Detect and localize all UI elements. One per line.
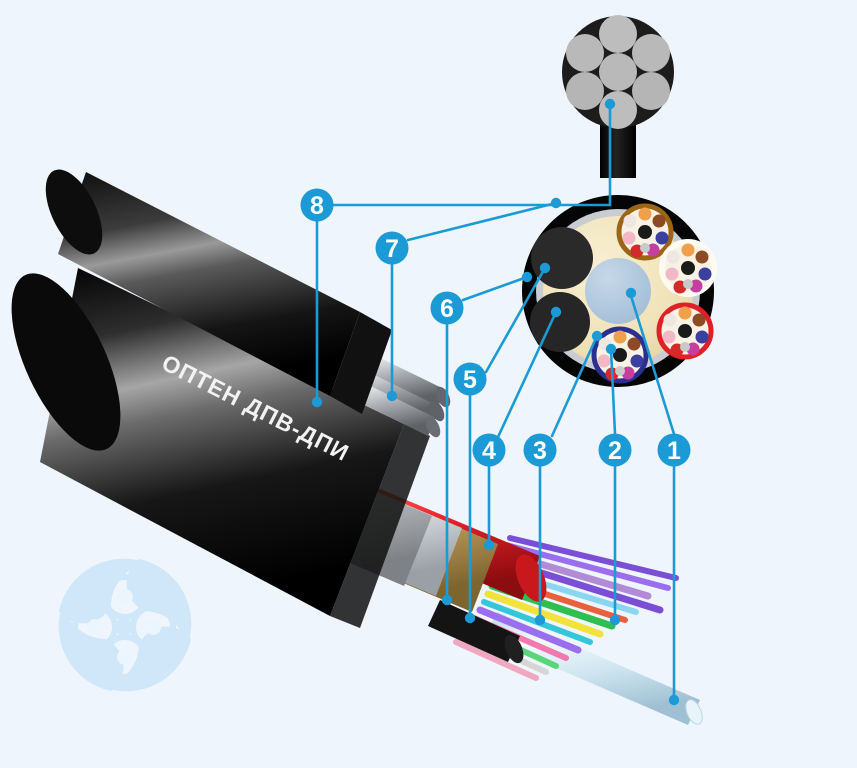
leader-line-2 (609, 347, 617, 436)
callout-7[interactable]: 7 (375, 231, 409, 265)
leader-endpoints (311, 98, 680, 706)
cable-body-cutaway (11, 268, 547, 664)
callout-2[interactable]: 2 (598, 433, 632, 467)
leader-line-4 (496, 310, 558, 439)
callout-5[interactable]: 5 (453, 362, 487, 396)
leader-line-1 (629, 294, 676, 436)
tube-blue (591, 326, 649, 384)
central-strength-member (485, 612, 703, 725)
callout-3[interactable]: 3 (523, 433, 557, 467)
callout-badges: 8 7 6 5 4 3 2 (300, 188, 691, 467)
messenger-cross-section (562, 15, 674, 178)
tube-brown (616, 203, 674, 261)
watermark-logo (58, 558, 192, 692)
leader-line-7 (406, 201, 558, 242)
filler-rod-upper (531, 227, 593, 289)
messenger-cable-body (45, 169, 451, 438)
callout-4[interactable]: 4 (472, 433, 506, 467)
callout-6[interactable]: 6 (430, 291, 464, 325)
callout-8[interactable]: 8 (300, 188, 334, 222)
leader-line-3 (550, 334, 599, 438)
cross-section-diagram (522, 195, 717, 387)
steel-strands-group (566, 15, 670, 129)
callout-1[interactable]: 1 (657, 433, 691, 467)
leader-line-6 (461, 275, 529, 302)
outer-jacket-main (11, 268, 430, 628)
tube-white (659, 239, 717, 297)
leader-line-5 (484, 266, 547, 374)
tube-red (656, 302, 714, 360)
leader-line-8 (331, 106, 612, 207)
filler-rod-exposed (428, 600, 524, 664)
